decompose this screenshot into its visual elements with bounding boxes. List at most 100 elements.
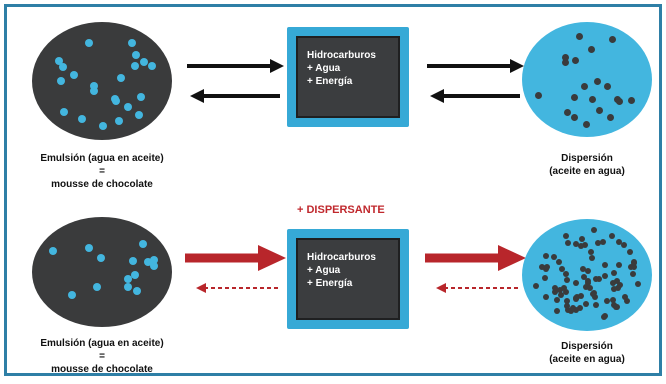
droplet: [559, 265, 566, 272]
droplet: [543, 293, 550, 300]
droplet: [150, 261, 159, 270]
droplet: [616, 238, 623, 245]
droplet: [607, 114, 615, 122]
equilibrium-arrows-top-right: [427, 59, 524, 103]
droplet: [590, 227, 597, 234]
droplet: [542, 253, 549, 260]
droplet: [622, 294, 629, 301]
droplet: [99, 122, 108, 131]
diagram-frame: Hidrocarburos + Agua + Energía Emulsión …: [4, 4, 662, 376]
droplet: [539, 264, 546, 271]
droplet: [562, 271, 569, 278]
droplet: [124, 274, 133, 283]
droplet: [553, 307, 560, 314]
emulsion-label-line-1: Emulsión (agua en aceite): [40, 338, 164, 349]
hydrocarbon-box-inner: [296, 238, 400, 320]
droplet: [563, 233, 570, 240]
droplet: [132, 287, 141, 296]
droplet: [130, 61, 139, 70]
droplet: [123, 102, 132, 111]
droplet: [617, 282, 624, 289]
droplet: [587, 46, 595, 54]
droplet: [135, 111, 144, 120]
dispersion-circle-top: [522, 22, 652, 137]
droplet: [69, 71, 78, 80]
droplet: [630, 260, 637, 267]
droplet: [610, 270, 617, 277]
droplet: [604, 297, 611, 304]
droplet: [128, 38, 137, 47]
droplet: [49, 246, 58, 255]
emulsion-label-line-3: mousse de chocolate: [51, 179, 153, 190]
box-line-2: + Agua: [307, 265, 341, 276]
droplet: [601, 312, 608, 319]
droplet: [114, 117, 123, 126]
droplet: [55, 56, 64, 65]
droplet: [581, 241, 588, 248]
box-line-3: + Energía: [307, 278, 353, 289]
droplet: [630, 263, 637, 270]
droplet: [144, 257, 153, 266]
droplet: [570, 304, 577, 311]
droplet: [562, 288, 569, 295]
droplet: [591, 289, 598, 296]
droplet: [564, 302, 571, 309]
droplet: [92, 283, 101, 292]
droplet: [593, 301, 600, 308]
droplet: [609, 36, 617, 44]
droplet: [585, 267, 592, 274]
droplet: [621, 241, 628, 248]
droplet: [550, 254, 557, 261]
droplet: [635, 281, 642, 288]
droplet: [578, 236, 585, 243]
reaction-arrows-bottom-left: [185, 245, 286, 293]
emulsion-label-bottom: Emulsión (agua en aceite) = mousse de ch…: [12, 337, 192, 376]
droplet: [572, 57, 580, 65]
droplet: [628, 97, 636, 105]
droplet: [629, 270, 636, 277]
droplet: [596, 107, 604, 115]
droplet: [563, 109, 571, 117]
droplet: [562, 59, 570, 67]
droplet: [124, 283, 133, 292]
dispersion-label-line-1: Dispersión: [561, 153, 613, 164]
hydrocarbon-box-text: Hidrocarburos + Agua + Energía: [307, 251, 376, 290]
droplet: [592, 275, 599, 282]
droplet: [587, 285, 594, 292]
emulsion-label-line-2: =: [99, 166, 105, 177]
droplet: [572, 240, 579, 247]
dispersion-label-top: Dispersión (aceite en agua): [517, 152, 657, 178]
dispersion-label-line-1: Dispersión: [561, 341, 613, 352]
droplet: [556, 287, 563, 294]
droplet: [627, 248, 634, 255]
emulsion-circle-bottom: [32, 217, 172, 327]
droplet: [58, 62, 67, 71]
droplet: [555, 258, 562, 265]
dispersant-label: + DISPERSANTE: [297, 204, 385, 216]
droplet: [599, 239, 606, 246]
droplet: [610, 280, 617, 287]
droplet: [584, 278, 591, 285]
droplet: [563, 298, 570, 305]
droplet: [578, 293, 585, 300]
droplet: [552, 285, 559, 292]
droplet: [59, 107, 68, 116]
droplet: [576, 305, 583, 312]
dispersion-label-line-2: (aceite en agua): [549, 166, 625, 177]
emulsion-label-top: Emulsión (agua en aceite) = mousse de ch…: [12, 152, 192, 191]
droplet: [572, 279, 579, 286]
droplet: [612, 304, 619, 311]
dispersion-circle-bottom: [522, 219, 652, 331]
droplet: [604, 82, 612, 90]
hydrocarbon-box-inner: [296, 36, 400, 118]
droplet: [601, 262, 608, 269]
emulsion-circle-top: [32, 22, 172, 140]
droplet: [591, 294, 598, 301]
droplet: [575, 32, 583, 40]
droplet: [573, 307, 580, 314]
droplet: [615, 262, 622, 269]
droplet: [615, 97, 623, 105]
droplet: [583, 284, 590, 291]
droplet: [579, 266, 586, 273]
droplet: [567, 308, 574, 315]
